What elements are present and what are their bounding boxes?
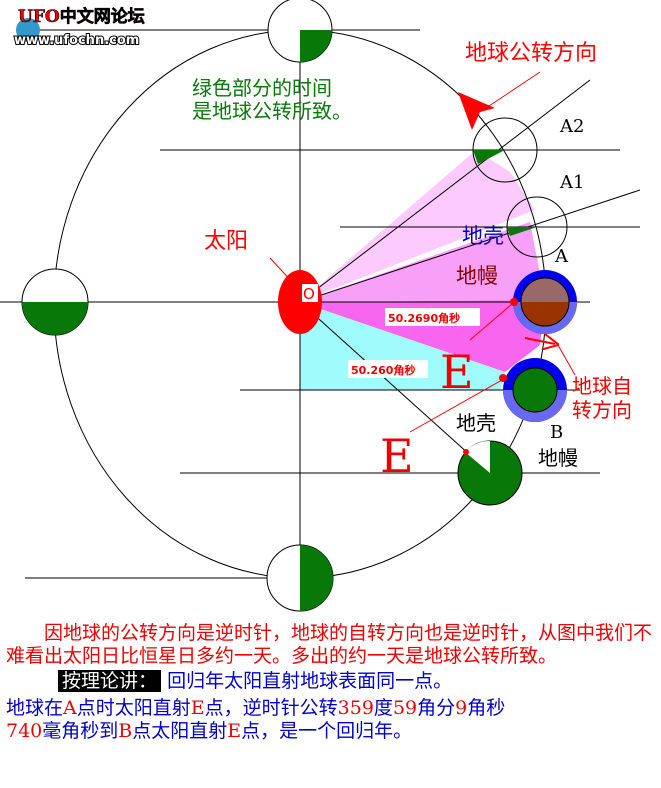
t: B (118, 720, 133, 742)
rotation-arrow-icon (524, 338, 555, 344)
t: 角分 (417, 697, 456, 719)
e-label: E (380, 429, 414, 483)
green-note: 绿色部分的时间 (192, 76, 332, 100)
ref-line (299, 79, 591, 303)
t: E (190, 697, 205, 719)
sun-label: 太阳 (204, 229, 248, 254)
ref-line (299, 301, 491, 474)
t: E (227, 720, 242, 742)
green-wedge (473, 150, 505, 164)
paragraph-2-text: 回归年太阳直射地球表面同一点。 (167, 670, 453, 692)
t: 点，是一个回归年。 (241, 720, 413, 742)
t: 点，逆时针公转 (204, 697, 338, 719)
t: 点太阳直射 (132, 720, 228, 742)
explanation-text: 因地球的公转方向是逆时针，地球的自转方向也是逆时针，从图中我们不难看出太阳日比恒… (6, 622, 656, 743)
revolution-arrow-icon (458, 92, 495, 130)
t: 740 (6, 720, 43, 742)
theory-tag: 按理论讲： (58, 670, 162, 692)
ref-line (299, 189, 641, 303)
o-label: O (303, 285, 315, 303)
green-note: 是地球公转所致。 (192, 99, 352, 123)
t: 9 (455, 697, 468, 719)
green-wedge (300, 30, 332, 62)
t: 59 (392, 697, 418, 719)
green-wedge (300, 545, 333, 611)
t: 度 (373, 697, 393, 719)
t: 毫角秒到 (42, 720, 119, 742)
fan-magenta (300, 300, 545, 372)
crust-label: 地壳 (462, 224, 504, 248)
t: 点时太阳直射 (76, 697, 191, 719)
angle-label: 50.260角秒 (351, 363, 415, 377)
crust-label: 地壳 (456, 411, 496, 435)
green-wedge (22, 302, 88, 335)
angle-label: 50.2690角秒 (388, 311, 460, 325)
point-a-label: A (554, 246, 569, 267)
paragraph-2: 按理论讲： 回归年太阳直射地球表面同一点。 (58, 670, 656, 693)
earth-a-mantle (521, 278, 569, 302)
logo-url: www.ufochn.com (14, 33, 139, 48)
logo-title: UFO中文网论坛 (18, 6, 145, 27)
revolution-label: 地球公转方向 (465, 41, 597, 66)
t: 角秒 (467, 697, 506, 719)
mantle-label: 地幔 (456, 264, 498, 288)
e-label: E (440, 345, 474, 399)
logo-globe-icon (16, 18, 40, 42)
point-b-label: B (550, 422, 563, 443)
point-a2-label: A2 (559, 116, 584, 137)
earth-b-mantle (512, 367, 558, 413)
rotation-label: 转方向 (572, 398, 632, 422)
point-a1-label: A1 (559, 172, 584, 193)
paragraph-1-text: 因地球的公转方向是逆时针，地球的自转方向也是逆时针，从图中我们不难看出太阳日比恒… (6, 622, 653, 667)
paragraph-1: 因地球的公转方向是逆时针，地球的自转方向也是逆时针，从图中我们不难看出太阳日比恒… (6, 622, 656, 668)
orbit-diagram: 地球公转方向 绿色部分的时间 是地球公转所致。 太阳 O A2 A1 A B 地… (0, 0, 641, 612)
rotation-label: 地球自 (572, 374, 632, 398)
fan-light-pink (300, 150, 535, 302)
t: 359 (337, 697, 374, 719)
t: A (63, 697, 77, 719)
mantle-label: 地幔 (538, 446, 578, 470)
green-wedge (507, 227, 537, 236)
t: 地球在 (6, 697, 64, 719)
